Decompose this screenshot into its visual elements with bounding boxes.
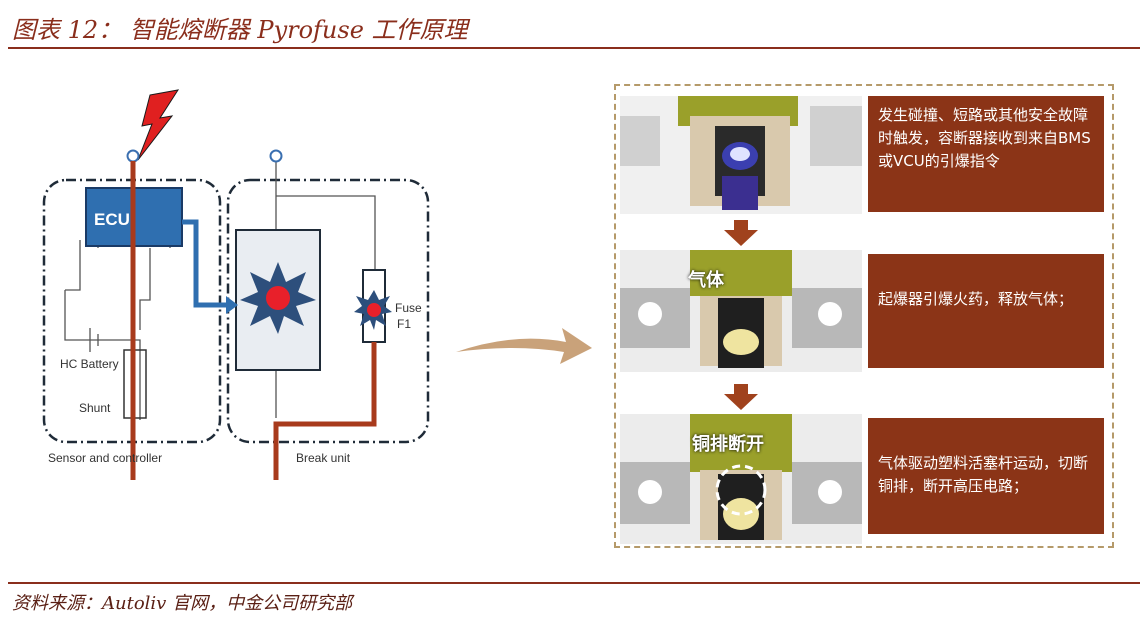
down-arrow-icon [724, 220, 758, 246]
step-2-description: 起爆器引爆火药，释放气体； [868, 254, 1104, 368]
fuse-label: Fuse [395, 301, 422, 315]
pyrofuse-circuit-diagram: ECU HC Battery Shunt Fuse F1 Sensor and … [42, 89, 430, 480]
step-1-image [620, 96, 862, 214]
fuse-f1-label: F1 [397, 317, 411, 331]
source-rule [8, 582, 1140, 584]
shunt-label: Shunt [79, 401, 111, 415]
explosion-icon [240, 262, 316, 334]
down-arrow-icon [724, 384, 758, 410]
lightning-bolt-icon [137, 89, 180, 161]
step-3-description: 气体驱动塑料活塞杆运动，切断铜排，断开高压电路； [868, 418, 1104, 534]
ecu-label: ECU [94, 210, 130, 229]
break-group-label: Break unit [296, 451, 351, 465]
explosion-icon [354, 290, 392, 330]
battery-label: HC Battery [60, 357, 119, 371]
step-1-description: 发生碰撞、短路或其他安全故障时触发，容断器接收到来自BMS或VCU的引爆指令 [868, 96, 1104, 212]
trigger-arrow-icon [182, 219, 226, 308]
step-3-overlay: 铜排断开 [692, 434, 764, 455]
trigger-arrowhead-icon [226, 296, 238, 314]
sensor-group-label: Sensor and controller [48, 451, 162, 465]
high-voltage-wire [130, 161, 377, 480]
figure-title: 图表 12： 智能熔断器 Pyrofuse 工作原理 [12, 16, 468, 44]
figure-source: 资料来源：Autoliv 官网，中金公司研究部 [12, 593, 353, 614]
title-rule [8, 47, 1140, 49]
step-2-image [620, 250, 862, 372]
step-2-overlay: 气体 [688, 270, 724, 291]
terminal-icon [126, 149, 140, 163]
terminal-icon [269, 149, 283, 163]
curved-arrow-icon [456, 328, 592, 364]
steps-frame [614, 84, 1114, 548]
step-3-image [620, 414, 862, 544]
